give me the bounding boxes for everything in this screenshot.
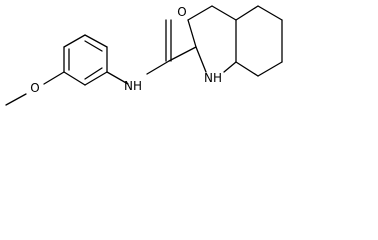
benzene-bond-5 [84, 71, 108, 86]
methoxy-oxygen-label: O [30, 81, 39, 95]
cyclohexane-bond-1 [235, 5, 259, 21]
cyclohexane-bond-4 [257, 61, 283, 77]
methoxy-o-aryl-bond [43, 71, 65, 85]
benzene-bond-5-inner [84, 67, 103, 80]
molecule-structure: O NH NH O [5, 5, 283, 106]
cyclohexane-bond-2 [257, 5, 283, 21]
octahydroindole-group [187, 5, 283, 77]
methoxyphenyl-group [5, 34, 108, 106]
n-carbonyl-bond [146, 60, 170, 75]
methyl-bond [5, 93, 27, 106]
atom-labels: O NH NH O [30, 5, 222, 95]
pyrrolidine-bond-4 [223, 61, 237, 73]
pyrrolidine-bond-5 [195, 46, 207, 73]
amide-group [106, 19, 197, 85]
carbonyl-ring-bond [168, 46, 197, 62]
cyclohexane-bond-5 [235, 61, 259, 77]
pyrrolidine-bond-1 [187, 19, 197, 48]
pyrrolidine-bond-3 [211, 5, 237, 21]
benzene-bond-3-inner [84, 40, 103, 52]
pyrrolidine-bond-2 [187, 5, 213, 21]
benzene-bond-3 [84, 34, 108, 48]
amide-nh-label: NH [124, 79, 142, 93]
aryl-n-bond [106, 71, 129, 85]
benzene-bond-6 [63, 71, 86, 86]
ring-nh-label: NH [204, 71, 222, 85]
benzene-bond-2 [63, 34, 86, 48]
carbonyl-oxygen-label: O [177, 5, 186, 19]
